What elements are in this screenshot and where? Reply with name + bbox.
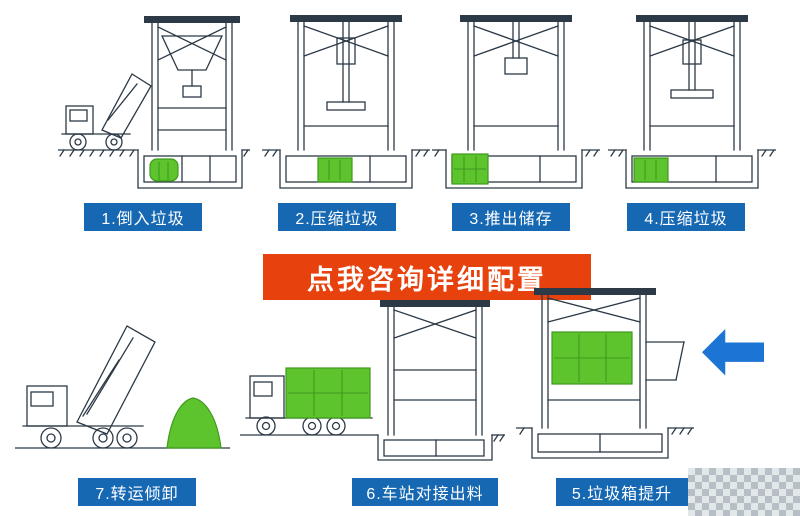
step-label-1-text: 1.倒入垃圾 (101, 211, 185, 228)
underground-pit (516, 427, 694, 459)
tipping-truck (61, 73, 152, 151)
pixelated-watermark (688, 468, 800, 516)
step-label-4: 4.压缩垃圾 (627, 203, 745, 231)
garbage-pile (149, 158, 179, 182)
step-label-2: 2.压缩垃圾 (278, 203, 396, 231)
underground-pit (240, 434, 505, 461)
step-label-1: 1.倒入垃圾 (84, 203, 202, 231)
consult-banner[interactable]: 点我咨询详细配置 (263, 254, 591, 300)
step-label-4-text: 4.压缩垃圾 (644, 211, 728, 228)
flow-arrow-left-icon (702, 327, 764, 379)
step-label-3-text: 3.推出储存 (469, 211, 553, 228)
gantry-tower (460, 15, 572, 151)
underground-pit (608, 149, 776, 189)
step-label-2-text: 2.压缩垃圾 (295, 211, 379, 228)
underground-pit (58, 149, 250, 189)
step-label-7-text: 7.转运倾卸 (95, 486, 179, 503)
diagram-step6-dock-discharge (240, 300, 505, 462)
diagram-step2-compress (262, 10, 430, 200)
stored-container (451, 153, 489, 185)
garbage-block (633, 157, 669, 183)
diagram-step4-compress (608, 10, 776, 200)
gantry-tower (290, 15, 402, 151)
garbage-container-on-truck (285, 367, 371, 419)
gantry-tower (636, 15, 748, 151)
lift-tower (534, 288, 685, 429)
lifted-garbage-container (551, 331, 633, 385)
consult-banner-text: 点我咨询详细配置 (307, 264, 547, 295)
diagram-step7-transfer-dump (15, 298, 230, 466)
step-label-5: 5.垃圾箱提升 (556, 478, 688, 506)
diagram-step1-dump-garbage (58, 10, 250, 200)
step-label-7: 7.转运倾卸 (78, 478, 196, 506)
diagram-step5-container-lift (516, 288, 694, 466)
step-label-6-text: 6.车站对接出料 (366, 486, 484, 503)
step-label-6: 6.车站对接出料 (352, 478, 498, 506)
gantry-tower (144, 16, 240, 151)
transfer-truck (22, 325, 156, 449)
step-label-5-text: 5.垃圾箱提升 (571, 486, 673, 503)
station-tower (380, 300, 490, 436)
step-label-3: 3.推出储存 (452, 203, 570, 231)
dumped-garbage-mound (166, 397, 222, 449)
diagram-step3-push-out (432, 10, 600, 200)
garbage-block (317, 157, 353, 183)
